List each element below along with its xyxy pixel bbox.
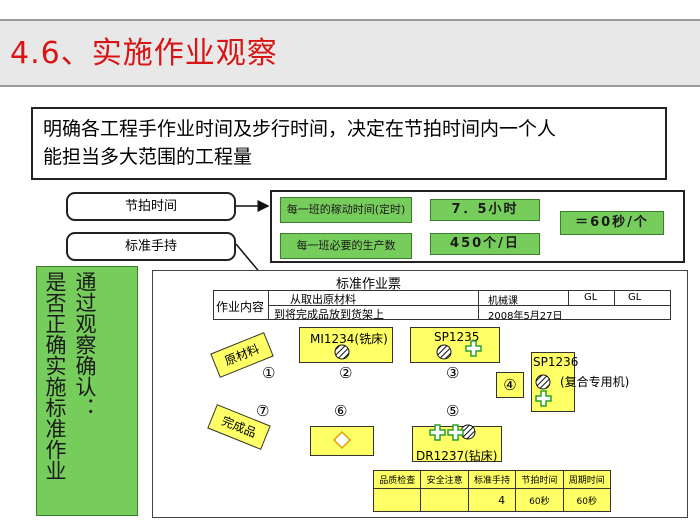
header-divider [614, 290, 615, 305]
required-output-label: 每一班必要的生产数 [280, 233, 412, 259]
legend-header-wip: 标准手持 [467, 470, 517, 489]
header-divider [268, 305, 671, 306]
operating-time-label: 每一班的稼动时间(定时) [280, 197, 412, 223]
step-5: ⑤ [446, 402, 460, 420]
step-6: ⑥ [334, 402, 348, 420]
takt-result: ＝60秒/个 [560, 211, 664, 235]
safety-cross-icon [535, 390, 552, 407]
observation-note-col-1: 通过观察确认： [73, 271, 97, 418]
step-2: ② [339, 364, 353, 382]
gl-1: GL [584, 292, 598, 303]
step-4: ④ [496, 372, 524, 398]
machine-mi1234-label: MI1234(铣床) [310, 332, 388, 346]
legend-cycle-value: 60秒 [562, 488, 612, 512]
machine-sp1236-label: SP1236 [533, 355, 579, 369]
gl-2: GL [628, 292, 642, 303]
legend-header-quality: 品质检查 [372, 470, 422, 489]
date-text: 2008年5月27日 [488, 311, 563, 322]
legend-header-takt: 节拍时间 [515, 470, 564, 489]
description-line-2: 能担当多大范围的工程量 [43, 146, 253, 168]
header-divider [568, 290, 569, 305]
description-line-1: 明确各工程手作业时间及步行时间，决定在节拍时间内一个人 [43, 118, 557, 140]
machine-dr1237-label: DR1237(钻床) [416, 449, 498, 463]
machine-sp1235 [410, 327, 500, 363]
to-text: 到将完成品放到货架上 [274, 308, 384, 321]
from-text: 从取出原材料 [290, 293, 356, 306]
standard-wip-label: 标准手持 [66, 232, 236, 261]
safety-cross-icon [447, 424, 464, 441]
legend-wip-count: 4 [467, 488, 517, 512]
empty-station [310, 426, 374, 456]
machine-sp1235-label: SP1235 [434, 330, 480, 344]
legend-safety-cell [420, 488, 469, 512]
content-label: 作业内容 [216, 300, 265, 314]
quality-diamond-icon [332, 430, 352, 450]
dept-text: 机械课 [488, 296, 518, 307]
description-box: 明确各工程手作业时间及步行时间，决定在节拍时间内一个人 能担当多大范围的工程量 [31, 107, 667, 180]
page-title: 4.6、实施作业观察 [10, 36, 278, 71]
safety-cross-icon [429, 424, 446, 441]
legend-takt-value: 60秒 [515, 488, 564, 512]
wip-icon [436, 344, 452, 360]
machine-sp1236-sub: (复合专用机) [560, 375, 630, 389]
wip-icon [535, 374, 551, 390]
required-output-value: 450个/日 [430, 233, 540, 255]
legend-quality-cell [372, 488, 422, 512]
legend-table: 品质检查 安全注意 标准手持 节拍时间 周期时间 4 60秒 60秒 [372, 470, 612, 512]
title-bar [0, 19, 700, 87]
wip-icon [334, 344, 350, 360]
step-7: ⑦ [256, 402, 270, 420]
operating-time-value: 7．5小时 [430, 199, 540, 221]
step-3: ③ [446, 364, 460, 382]
observation-note-col-2: 是否正确实施标准作业 [43, 271, 67, 481]
observation-note [36, 266, 138, 516]
safety-cross-icon [465, 340, 482, 357]
step-1: ① [262, 364, 276, 382]
sheet-title: 标准作业票 [336, 277, 402, 292]
legend-header-cycle: 周期时间 [562, 470, 612, 489]
legend-header-safety: 安全注意 [420, 470, 469, 489]
takt-time-label: 节拍时间 [66, 192, 236, 221]
